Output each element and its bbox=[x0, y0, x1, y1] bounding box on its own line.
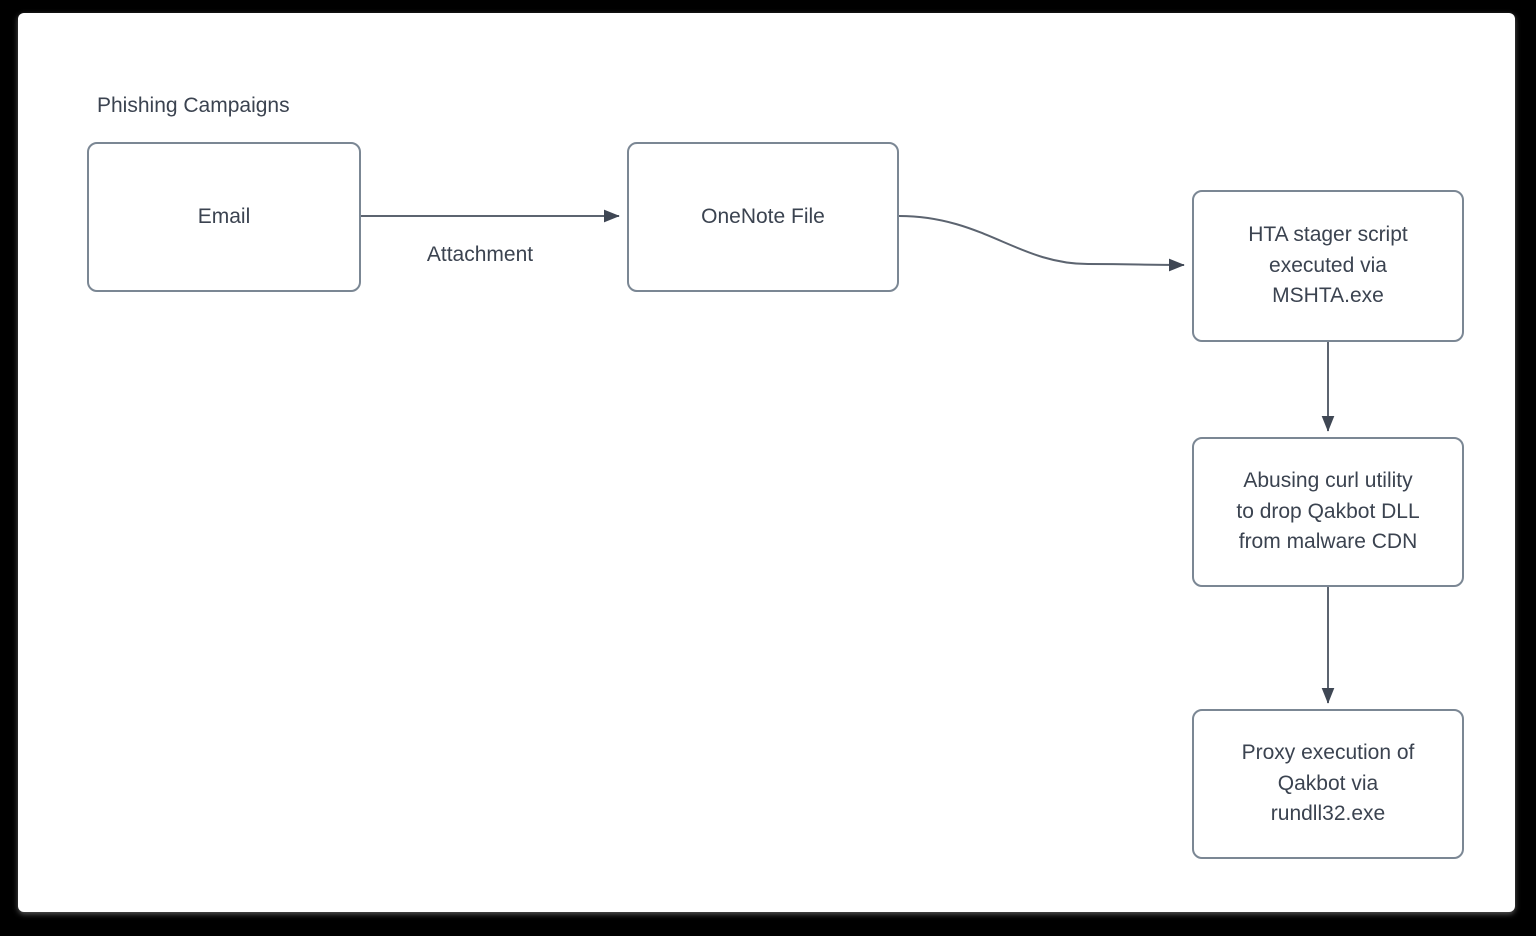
node-proxy-execution-rundll32[interactable]: Proxy execution of Qakbot via rundll32.e… bbox=[1192, 709, 1464, 859]
edge-label-attachment: Attachment bbox=[426, 243, 534, 266]
node-onenote-file[interactable]: OneNote File bbox=[627, 142, 899, 292]
edge-onenote-to-hta bbox=[898, 215, 1185, 272]
diagram-connectors-layer bbox=[361, 209, 1335, 704]
node-email[interactable]: Email bbox=[87, 142, 361, 292]
diagram-title-label: Phishing Campaigns bbox=[97, 94, 290, 117]
node-hta-stager-script[interactable]: HTA stager script executed via MSHTA.exe bbox=[1192, 190, 1464, 342]
diagram-canvas: Phishing Campaigns Attachment Email OneN… bbox=[18, 13, 1515, 912]
node-abusing-curl-utility[interactable]: Abusing curl utility to drop Qakbot DLL … bbox=[1192, 437, 1464, 587]
